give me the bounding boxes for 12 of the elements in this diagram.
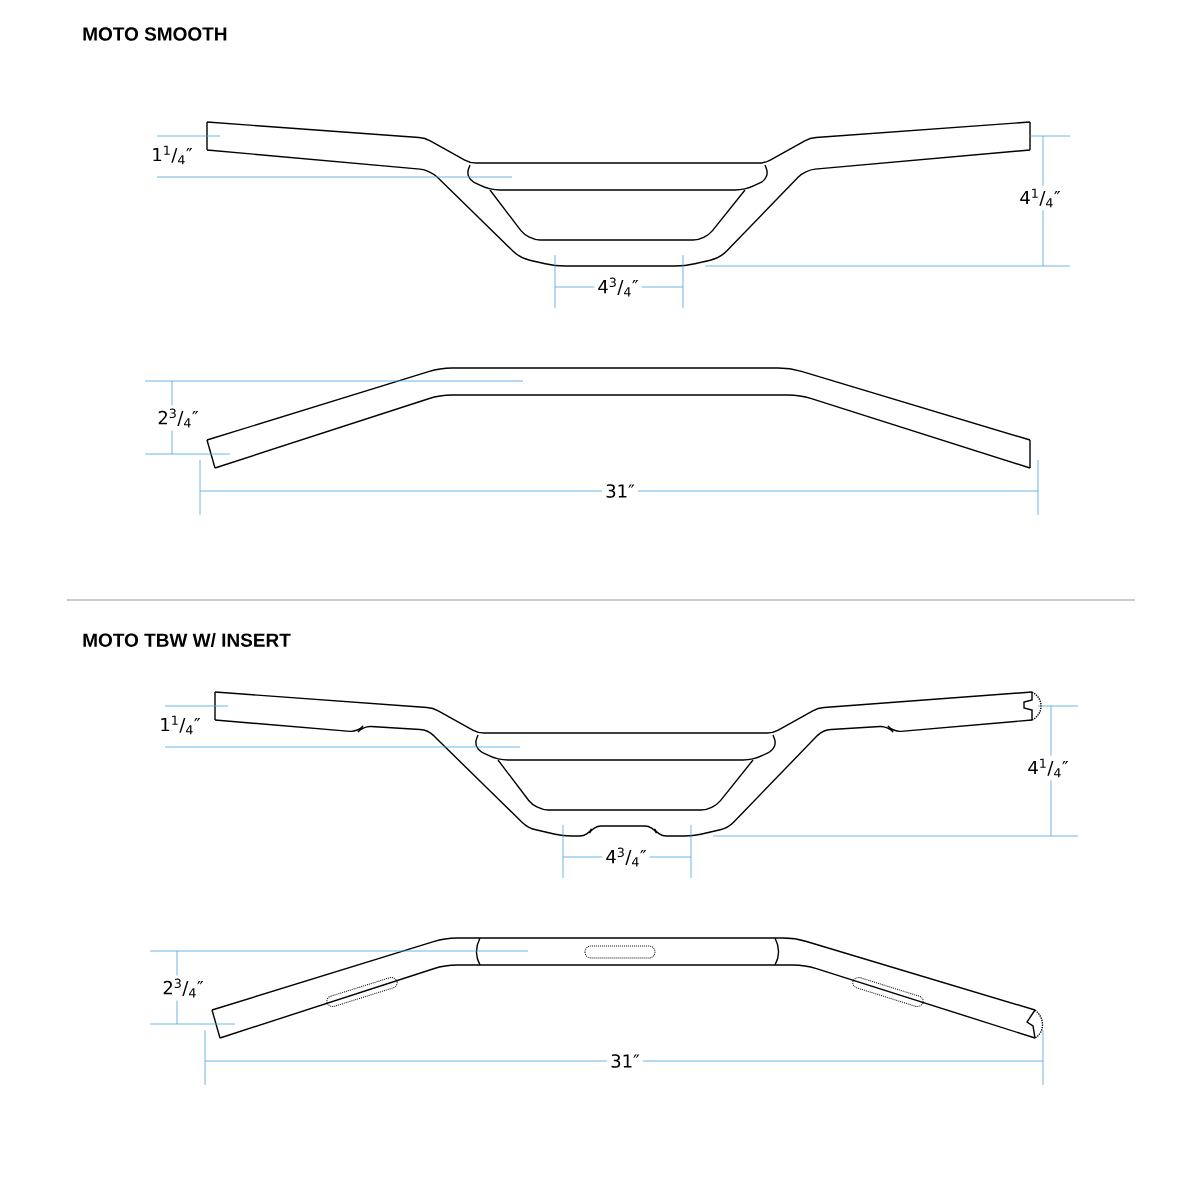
dimension-label: 2$^{3}$/$_{4}$″ [154,405,202,431]
heading: MOTO TBW W/ INSERT [83,632,291,648]
dimension-label: 4$^{3}$/$_{4}$″ [602,844,650,870]
dimension-label: 31″ [602,481,638,501]
dimension-label: 4$^{1}$/$_{4}$″ [1024,755,1072,781]
dimension-label: 1$^{1}$/$_{4}$″ [153,145,193,165]
heading: MOTO SMOOTH [83,27,227,41]
dimension-label: 31″ [607,1051,643,1071]
dimension-label: 4$^{3}$/$_{4}$″ [594,274,642,300]
dimension-label: 2$^{3}$/$_{4}$″ [159,975,207,1001]
dimension-label: 1$^{1}$/$_{4}$″ [161,715,201,735]
dimension-label: 4$^{1}$/$_{4}$″ [1016,185,1064,211]
